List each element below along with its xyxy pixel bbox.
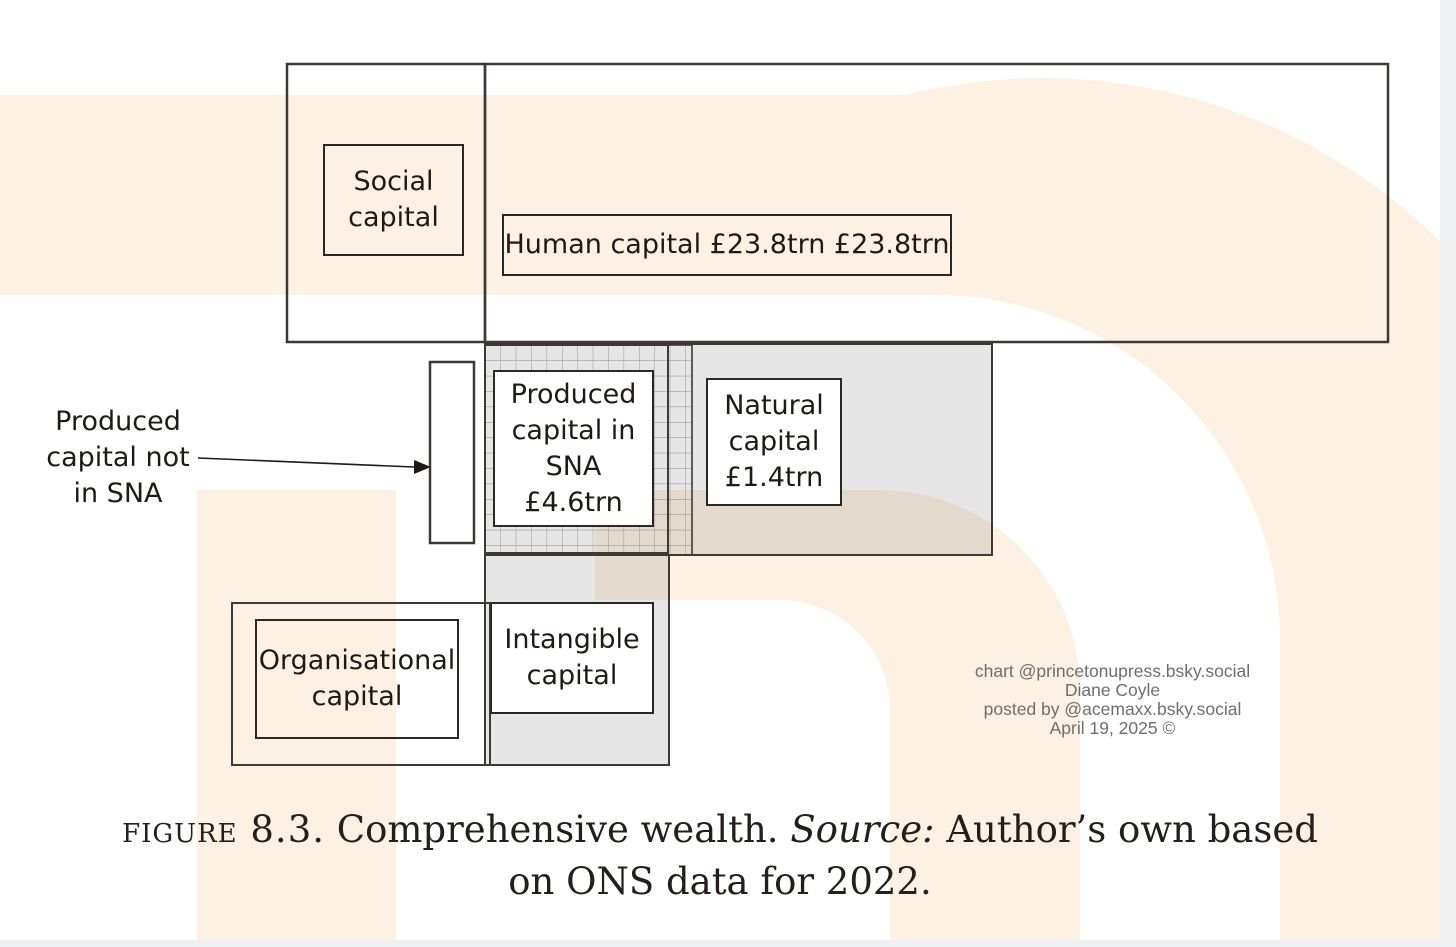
caption-source-text: Author’s own based on ONS data for 2022. — [508, 808, 1318, 903]
organisational-capital-label: Organisational capital — [255, 619, 459, 739]
watermark-stem — [197, 490, 396, 947]
credit-line-1: chart @princetonupress.bsky.social — [974, 661, 1251, 681]
credit-line-2: Diane Coyle — [1064, 680, 1161, 700]
caption-source-label: Source: — [790, 808, 935, 851]
produced-not-sna-label: Produced capital not in SNA — [46, 406, 190, 509]
watermark-outer-arc — [0, 78, 1456, 947]
natural-capital-label: Natural capital £1.4trn — [706, 378, 842, 506]
watermark-inner-arc — [595, 490, 1080, 947]
credit-line-4: April 19, 2025 © — [1049, 718, 1176, 738]
social-capital-label: Social capital — [323, 144, 464, 256]
pointer-arrow — [197, 457, 431, 474]
arrow-head — [414, 460, 431, 474]
figure-caption: figure 8.3. Comprehensive wealth. Source… — [110, 804, 1330, 908]
produced-capital-sna-label: Produced capital in SNA £4.6trn — [493, 370, 654, 527]
intangible-capital-label: Intangible capital — [490, 602, 654, 714]
human-capital-label: Human capital £23.8trn £23.8trn — [502, 214, 952, 276]
page-edge-right — [1440, 0, 1456, 947]
credit-line-3: posted by @acemaxx.bsky.social — [983, 699, 1242, 719]
page-edge-bottom — [0, 940, 1456, 947]
figure-label: figure 8.3. — [122, 808, 325, 851]
publisher-watermark — [0, 78, 1456, 947]
produced-not-sna-box — [428, 360, 476, 545]
credit-block: chart @princetonupress.bsky.social Diane… — [930, 662, 1295, 738]
outlines — [231, 62, 1390, 766]
caption-title: Comprehensive wealth. — [325, 808, 791, 851]
arrow-shaft — [197, 457, 415, 468]
human-capital-region — [483, 62, 1390, 344]
